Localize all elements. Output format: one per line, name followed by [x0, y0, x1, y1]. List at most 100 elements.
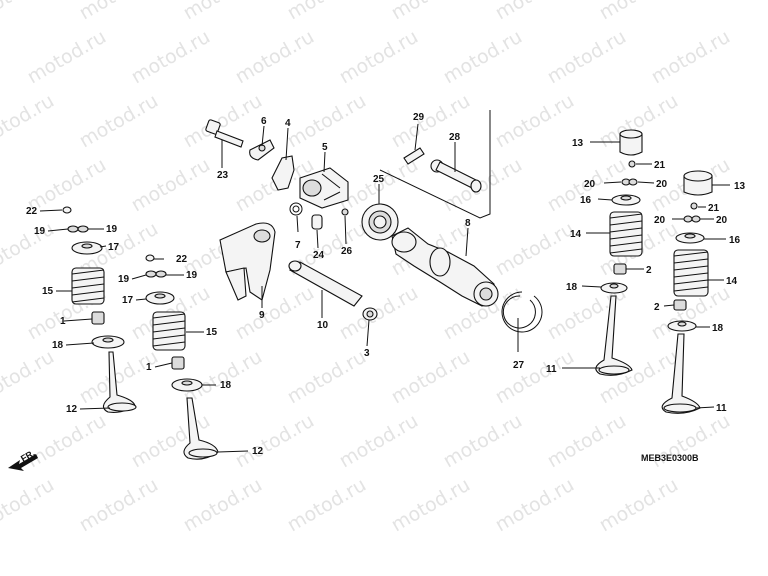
callout-17-left-a: 17: [108, 242, 120, 253]
front-direction-label: FR.: [19, 448, 37, 464]
part-18-seat-a-hole: [102, 337, 114, 343]
part-23-bolt[interactable]: [205, 119, 244, 148]
callout-13-right-b: 13: [734, 181, 746, 192]
part-22-cotter-a[interactable]: [62, 206, 72, 214]
callout-9: 9: [259, 310, 265, 321]
part-18-seat-d-hole: [677, 321, 687, 327]
leader-lines: [39, 123, 730, 453]
callout-11-right-a: 11: [546, 364, 557, 375]
part-20-cotter-b[interactable]: [628, 178, 638, 186]
callout-27: 27: [513, 360, 525, 371]
left-valve-assembly-b: [145, 254, 219, 460]
callout-14-right-a: 14: [570, 229, 582, 240]
part-7-spring[interactable]: [289, 202, 303, 216]
callout-28: 28: [449, 132, 461, 143]
part-5-sprocket-holder[interactable]: [299, 167, 349, 209]
part-27-snap-ring[interactable]: [501, 291, 543, 333]
callout-2-right-b: 2: [654, 302, 660, 313]
part-9-rocker-arm[interactable]: [219, 222, 276, 301]
callout-22-left-a: 22: [26, 206, 38, 217]
part-21-shim-b[interactable]: [690, 202, 698, 210]
callout-15-left-a: 15: [42, 286, 54, 297]
callout-8: 8: [465, 218, 471, 229]
callout-12-left-b: 12: [252, 446, 264, 457]
part-24-nut[interactable]: [311, 214, 323, 230]
part-20-cotter-c[interactable]: [683, 215, 693, 223]
callout-12-left-a: 12: [66, 404, 78, 415]
part-26-pin[interactable]: [341, 208, 349, 216]
callout-17-left-b: 17: [122, 295, 134, 306]
part-21-shim-a[interactable]: [628, 160, 636, 168]
part-19-keeper-c[interactable]: [145, 270, 157, 278]
part-19-keeper-d[interactable]: [155, 270, 167, 278]
callout-5: 5: [322, 142, 328, 153]
callout-21-right-a: 21: [654, 160, 666, 171]
part-15-spring-b[interactable]: [152, 311, 186, 351]
callout-4: 4: [285, 118, 291, 129]
part-3-washer-hole: [366, 310, 374, 318]
callout-18-right-a: 18: [566, 282, 578, 293]
part-16-retainer-a-hole: [620, 195, 632, 201]
part-2-seal-b[interactable]: [673, 299, 687, 311]
callout-20-right-d: 20: [716, 215, 728, 226]
part-13-lifter-b[interactable]: [683, 170, 713, 196]
callout-20-right-b: 20: [656, 179, 668, 190]
part-19-keeper-b[interactable]: [77, 225, 89, 233]
callout-26: 26: [341, 246, 353, 257]
part-28-shaft-bolt[interactable]: [430, 159, 482, 193]
part-11-valve-a[interactable]: [595, 295, 633, 376]
part-17-retainer-a-hole: [81, 243, 93, 249]
part-18-seat-b-hole: [181, 380, 193, 386]
callout-16-right-a: 16: [580, 195, 592, 206]
callout-23: 23: [217, 170, 229, 181]
part-25-bearing[interactable]: [361, 203, 399, 241]
part-29-bolt[interactable]: [403, 147, 425, 165]
part-8-camshaft[interactable]: [391, 227, 499, 307]
part-13-lifter-a[interactable]: [619, 129, 643, 156]
part-12-valve-b[interactable]: [183, 397, 219, 460]
right-valve-assembly-a: [595, 129, 643, 376]
callout-18-left-a: 18: [52, 340, 64, 351]
part-15-spring-a[interactable]: [71, 267, 105, 305]
part-22-cotter-b[interactable]: [145, 254, 155, 262]
callout-22-left-b: 22: [176, 254, 188, 265]
part-14-spring-b[interactable]: [673, 249, 709, 297]
right-valve-assembly-b: [661, 170, 713, 414]
callout-15-left-b: 15: [206, 327, 218, 338]
callout-11-right-b: 11: [716, 403, 727, 414]
callout-1-left-b: 1: [146, 362, 152, 373]
diagram-code: MEB3E0300B: [641, 453, 699, 463]
front-arrow-icon: [8, 454, 38, 471]
callout-19-left-b: 19: [106, 224, 118, 235]
part-2-seal-a[interactable]: [613, 263, 627, 275]
part-1-seal-a[interactable]: [91, 311, 105, 325]
callout-labels: 23 6 4 5 7 24 26 25 29 28 8 9 10 3 27 22…: [26, 112, 746, 457]
part-17-retainer-b-hole: [154, 293, 166, 299]
callout-19-left-d: 19: [186, 270, 198, 281]
part-4-tensioner[interactable]: [271, 155, 295, 191]
part-12-valve-a[interactable]: [102, 351, 137, 413]
part-10-shaft[interactable]: [288, 260, 363, 307]
callout-21-right-b: 21: [708, 203, 720, 214]
part-14-spring-a[interactable]: [609, 211, 643, 257]
callout-13-right-a: 13: [572, 138, 584, 149]
callout-18-left-b: 18: [220, 380, 232, 391]
rocker-hardware: [205, 110, 543, 333]
callout-29: 29: [413, 112, 425, 123]
callout-6: 6: [261, 116, 267, 127]
callout-19-left-a: 19: [34, 226, 46, 237]
part-16-retainer-b-hole: [684, 233, 696, 239]
callout-14-right-b: 14: [726, 276, 738, 287]
callout-10: 10: [317, 320, 329, 331]
part-11-valve-b[interactable]: [661, 333, 701, 414]
part-18-seat-c-hole: [609, 283, 619, 289]
callout-25: 25: [373, 174, 385, 185]
callout-18-right-b: 18: [712, 323, 724, 334]
part-1-seal-b[interactable]: [171, 356, 185, 370]
camshaft-group-frame: [379, 110, 491, 219]
part-20-cotter-d[interactable]: [691, 215, 701, 223]
part-19-keeper-a[interactable]: [67, 225, 79, 233]
callout-20-right-a: 20: [584, 179, 596, 190]
